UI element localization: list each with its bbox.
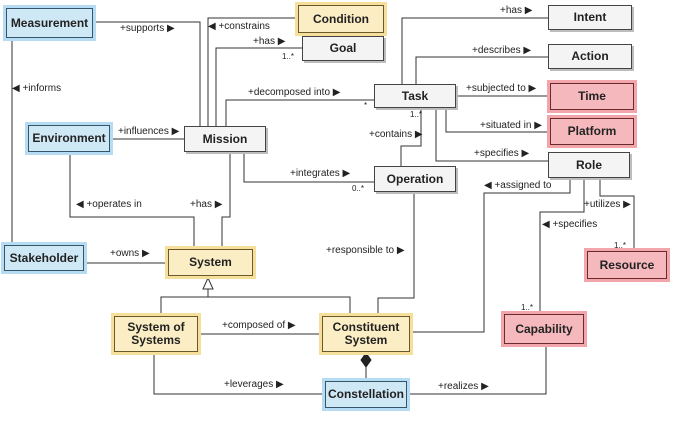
condition-node[interactable]: Condition <box>298 5 384 33</box>
label-contains: +contains ▶ <box>369 129 423 140</box>
edge-responsible-to <box>377 192 415 316</box>
edge-realizes <box>407 344 547 395</box>
stakeholder-label: Stakeholder <box>9 250 79 265</box>
task-node[interactable]: Task <box>374 84 456 108</box>
mission-label: Mission <box>202 131 248 146</box>
edge-mission-has-system <box>221 152 231 248</box>
constellation-node[interactable]: Constellation <box>325 381 407 408</box>
edge-generalization-branch <box>160 296 351 316</box>
label-operates-in: ◀ +operates in <box>76 199 142 210</box>
edge-mission-has-goal <box>215 47 302 126</box>
capability-node[interactable]: Capability <box>504 314 584 344</box>
label-supports: +supports ▶ <box>120 23 175 34</box>
label-decomposed-into: +decomposed into ▶ <box>248 87 341 98</box>
goal-node[interactable]: Goal <box>302 36 384 61</box>
action-node[interactable]: Action <box>548 44 632 69</box>
label-specifies-capability: ◀ +specifies <box>542 219 598 230</box>
edge-specifies-role <box>435 108 568 162</box>
time-node[interactable]: Time <box>550 83 634 110</box>
time-label: Time <box>578 89 606 103</box>
edge-supports <box>94 21 201 126</box>
constituent-system-node[interactable]: Constituent System <box>322 316 410 352</box>
resource-label: Resource <box>599 257 655 272</box>
environment-node[interactable]: Environment <box>28 125 110 152</box>
label-utilizes: +utilizes ▶ <box>584 199 631 210</box>
edge-task-has-intent <box>401 17 548 84</box>
measurement-node[interactable]: Measurement <box>6 8 93 38</box>
edge-constrains <box>207 17 298 126</box>
mission-node[interactable]: Mission <box>184 126 266 152</box>
label-situated-in: +situated in ▶ <box>480 120 542 131</box>
edge-integrates <box>243 152 374 183</box>
label-specifies-role: +specifies ▶ <box>474 148 530 159</box>
system-label: System <box>189 255 232 269</box>
label-constrains: ◀ +constrains <box>208 21 270 32</box>
mult-task-many: 1..* <box>410 110 423 119</box>
label-informs: ◀ +informs <box>12 83 62 94</box>
constellation-label: Constellation <box>327 387 404 401</box>
edge-leverages <box>153 352 325 395</box>
measurement-label: Measurement <box>10 15 89 30</box>
intent-label: Intent <box>573 10 607 24</box>
goal-label: Goal <box>329 41 357 55</box>
label-subjected-to: +subjected to ▶ <box>466 83 537 94</box>
edge-operates-in <box>69 153 195 248</box>
role-node[interactable]: Role <box>548 152 630 178</box>
resource-node[interactable]: Resource <box>587 251 667 279</box>
label-responsible-to: +responsible to ▶ <box>326 245 405 256</box>
system-of-systems-node[interactable]: System of Systems <box>114 316 198 352</box>
label-composed-of: +composed of ▶ <box>222 320 296 331</box>
mult-resource: 1..* <box>614 241 627 250</box>
label-realizes: +realizes ▶ <box>438 381 489 392</box>
edge-decomposed-into <box>225 99 374 126</box>
platform-node[interactable]: Platform <box>550 118 634 145</box>
label-leverages: +leverages ▶ <box>224 379 284 390</box>
operation-node[interactable]: Operation <box>374 166 456 192</box>
task-label: Task <box>401 88 429 103</box>
constituent-system-label: Constituent System <box>332 320 400 347</box>
system-node[interactable]: System <box>168 249 253 276</box>
intent-node[interactable]: Intent <box>548 5 632 30</box>
edge-utilizes <box>599 178 635 251</box>
edge-specifies-capability <box>539 178 585 314</box>
label-mission-has-system: +has ▶ <box>190 199 223 210</box>
edge-assigned-to <box>410 178 571 333</box>
label-influences: +influences ▶ <box>118 126 180 137</box>
platform-label: Platform <box>567 124 617 138</box>
edge-describes <box>415 56 548 84</box>
generalization-arrowhead <box>202 276 214 290</box>
mult-task-star: * <box>364 101 368 110</box>
environment-label: Environment <box>32 131 106 145</box>
stakeholder-node[interactable]: Stakeholder <box>4 245 84 271</box>
label-mission-has-goal: +has ▶ <box>253 36 286 47</box>
operation-label: Operation <box>386 171 444 186</box>
composition-diamond <box>360 352 372 368</box>
label-task-has-intent: +has ▶ <box>500 5 533 16</box>
label-owns: +owns ▶ <box>110 248 150 259</box>
system-of-systems-label: System of Systems <box>127 320 185 347</box>
mult-goal: 1..* <box>282 52 295 61</box>
role-label: Role <box>575 157 602 172</box>
label-assigned-to: ◀ +assigned to <box>484 180 552 191</box>
label-integrates: +integrates ▶ <box>290 168 351 179</box>
edge-contains <box>400 108 422 166</box>
label-describes: +describes ▶ <box>472 45 532 56</box>
mult-operation: 0..* <box>352 184 365 193</box>
condition-label: Condition <box>313 11 369 26</box>
edge-situated-in <box>445 108 550 133</box>
mult-capability: 1..* <box>521 303 534 312</box>
capability-label: Capability <box>515 321 573 336</box>
action-label: Action <box>571 49 609 63</box>
